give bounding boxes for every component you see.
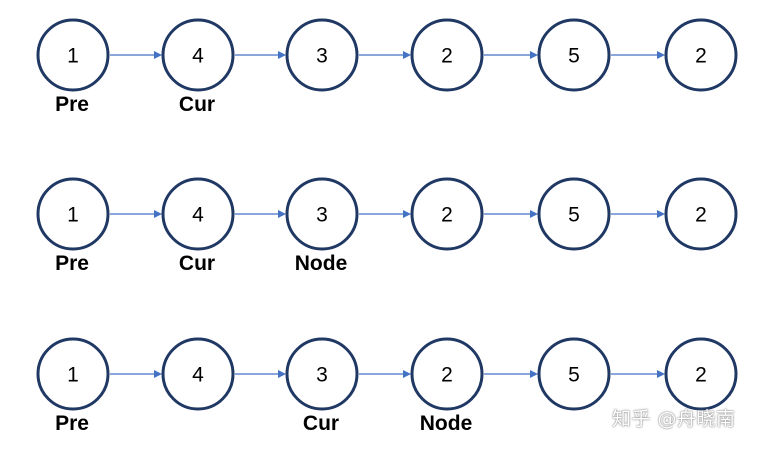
node-circle	[285, 18, 359, 92]
pointer-label-node: Node	[420, 412, 473, 435]
node-value: 2	[441, 364, 453, 387]
node-value: 3	[316, 204, 328, 227]
node-circle	[537, 337, 611, 411]
pointer-label-pre: Pre	[55, 412, 89, 435]
node-value: 2	[441, 45, 453, 68]
node-value: 1	[67, 45, 79, 68]
list-node: 2	[410, 18, 484, 92]
node-value: 4	[192, 204, 204, 227]
node-circle	[664, 18, 738, 92]
node-circle	[664, 337, 738, 411]
node-circle	[537, 177, 611, 251]
arrow-head	[657, 210, 665, 218]
list-node: 3	[285, 18, 359, 92]
node-circle	[537, 18, 611, 92]
list-node: 2	[410, 337, 484, 411]
list-node: 2	[664, 337, 738, 411]
node-value: 2	[441, 204, 453, 227]
arrow-head	[403, 51, 411, 59]
pointer-label-node: Node	[295, 252, 348, 275]
pointer-label-pre: Pre	[55, 93, 89, 116]
list-node: 4	[161, 177, 235, 251]
node-circle	[410, 337, 484, 411]
arrow-head	[278, 51, 286, 59]
node-value: 4	[192, 364, 204, 387]
arrow-head	[530, 370, 538, 378]
watermark: 知乎 @舟晓南	[612, 408, 736, 430]
node-value: 2	[695, 204, 707, 227]
pointer-label-cur: Cur	[303, 412, 339, 435]
list-node: 2	[664, 18, 738, 92]
list-node: 3	[285, 337, 359, 411]
node-value: 1	[67, 364, 79, 387]
list-node: 5	[537, 18, 611, 92]
arrow-head	[403, 370, 411, 378]
arrow-head	[403, 210, 411, 218]
arrow-head	[278, 210, 286, 218]
node-circle	[410, 18, 484, 92]
list-node: 1	[36, 177, 110, 251]
pointer-label-cur: Cur	[179, 93, 215, 116]
list-node: 3	[285, 177, 359, 251]
node-circle	[161, 337, 235, 411]
pointer-label-pre: Pre	[55, 252, 89, 275]
node-circle	[161, 18, 235, 92]
list-node: 1	[36, 18, 110, 92]
node-circle	[285, 337, 359, 411]
node-value: 3	[316, 364, 328, 387]
node-circle	[36, 18, 110, 92]
node-value: 2	[695, 45, 707, 68]
arrow-head	[530, 210, 538, 218]
node-circle	[664, 177, 738, 251]
arrow-head	[154, 51, 162, 59]
node-circle	[410, 177, 484, 251]
arrow-head	[154, 210, 162, 218]
node-value: 5	[568, 204, 580, 227]
node-value: 4	[192, 45, 204, 68]
node-value: 5	[568, 364, 580, 387]
list-node: 4	[161, 18, 235, 92]
node-value: 2	[695, 364, 707, 387]
node-circle	[36, 177, 110, 251]
node-circle	[161, 177, 235, 251]
pointer-label-cur: Cur	[179, 252, 215, 275]
node-circle	[285, 177, 359, 251]
arrow-head	[278, 370, 286, 378]
node-value: 3	[316, 45, 328, 68]
list-node: 1	[36, 337, 110, 411]
arrow-head	[530, 51, 538, 59]
node-circle	[36, 337, 110, 411]
list-node: 2	[664, 177, 738, 251]
node-value: 1	[67, 204, 79, 227]
arrow-head	[657, 51, 665, 59]
node-value: 5	[568, 45, 580, 68]
list-node: 5	[537, 177, 611, 251]
list-node: 2	[410, 177, 484, 251]
list-node: 4	[161, 337, 235, 411]
arrow-head	[657, 370, 665, 378]
list-node: 5	[537, 337, 611, 411]
arrow-head	[154, 370, 162, 378]
